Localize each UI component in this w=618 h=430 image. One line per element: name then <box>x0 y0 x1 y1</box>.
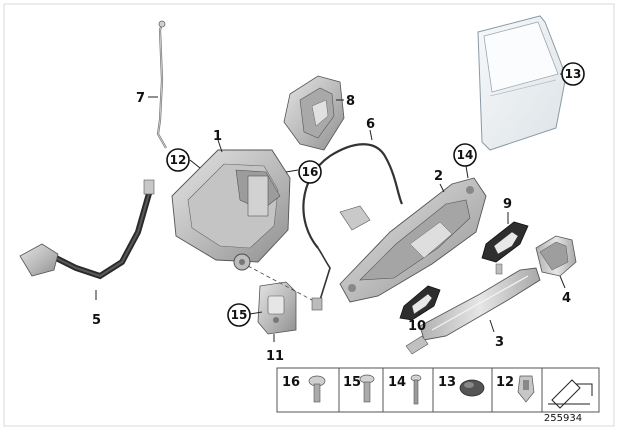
callout-7: 7 <box>136 91 145 106</box>
callout-8: 8 <box>346 94 355 109</box>
clip-nut-12-icon <box>517 375 535 403</box>
callout-2: 2 <box>434 169 443 184</box>
screw-16-icon <box>308 375 326 403</box>
part-8-bracket <box>283 75 345 151</box>
svg-text:12: 12 <box>170 153 187 167</box>
screw-15-icon <box>359 374 375 403</box>
svg-text:14: 14 <box>457 148 474 162</box>
part-2-handle-carrier <box>339 177 487 303</box>
legend-item-12: 12 <box>496 375 535 403</box>
legend-label-15: 15 <box>343 375 361 390</box>
arrow-symbol-icon <box>548 379 593 409</box>
assembly-dash-line <box>247 265 313 301</box>
part-1-lock <box>171 149 291 271</box>
callout-6: 6 <box>366 117 375 132</box>
part-6-bowden <box>302 143 404 311</box>
reference-number: 255934 <box>544 413 582 424</box>
part-11-striker <box>257 281 297 335</box>
plug-13-icon <box>459 379 485 397</box>
leader-14 <box>465 165 469 179</box>
part-7-rod <box>156 20 167 149</box>
callout-1: 1 <box>213 129 222 144</box>
svg-text:16: 16 <box>302 165 319 179</box>
part-9-gasket <box>481 221 529 275</box>
callout-10: 10 <box>408 319 426 334</box>
leader-16 <box>285 169 299 173</box>
callout-14-circled: 14 <box>453 143 477 167</box>
part-10-gasket <box>399 285 441 321</box>
callout-15-circled: 15 <box>227 303 251 327</box>
leader-10 <box>417 311 421 317</box>
part-13-rear-door <box>477 15 567 151</box>
part-4-cap <box>535 235 577 277</box>
hardware-legend: 16 15 14 13 <box>276 367 600 413</box>
callout-11: 11 <box>266 349 284 364</box>
leader-4 <box>559 275 566 289</box>
legend-label-13: 13 <box>438 375 456 390</box>
legend-label-12: 12 <box>496 375 514 390</box>
callout-3: 3 <box>495 335 504 350</box>
leader-3 <box>489 319 495 333</box>
svg-text:13: 13 <box>565 67 582 81</box>
legend-item-14: 14 <box>388 374 422 405</box>
legend-item-15: 15 <box>343 374 375 403</box>
leader-12 <box>189 159 201 169</box>
part-5-cable <box>19 179 155 280</box>
legend-item-16: 16 <box>282 375 326 403</box>
bolt-14-icon <box>410 374 422 405</box>
callout-13-circled: 13 <box>561 62 585 86</box>
leader-1 <box>217 139 223 153</box>
leader-15 <box>249 311 263 315</box>
callout-12-circled: 12 <box>166 148 190 172</box>
leader-2 <box>439 183 445 193</box>
legend-label-14: 14 <box>388 375 406 390</box>
callout-5: 5 <box>92 313 101 328</box>
callout-4: 4 <box>562 291 571 306</box>
callout-9: 9 <box>503 197 512 212</box>
svg-text:15: 15 <box>231 308 248 322</box>
legend-label-16: 16 <box>282 375 300 390</box>
callout-16-circled: 16 <box>298 160 322 184</box>
legend-item-13: 13 <box>438 375 485 397</box>
leader-6 <box>369 129 373 141</box>
part-3-door-handle <box>405 267 541 355</box>
